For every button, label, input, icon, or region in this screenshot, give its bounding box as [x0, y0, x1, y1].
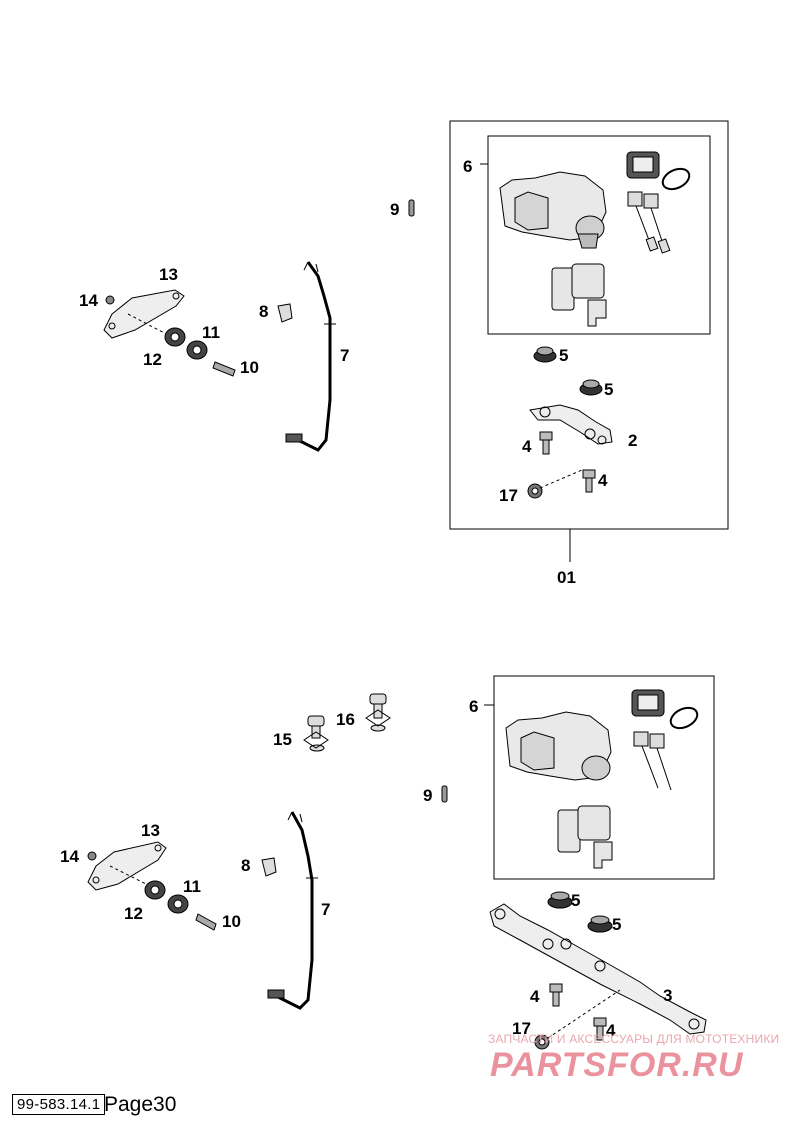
label-assembly-01: 01 [557, 568, 576, 587]
screw-4a-top [539, 431, 553, 455]
washer-11-top [186, 340, 208, 360]
bolt-10-bottom [195, 913, 217, 931]
bolt-10-top [212, 361, 236, 377]
switch-kit-box-top [487, 135, 711, 335]
label-part-12-top: 12 [143, 350, 162, 369]
label-part-5a-top: 5 [559, 346, 569, 365]
label-part-14-top: 14 [79, 291, 98, 310]
nut-17-bottom [534, 1034, 550, 1050]
mount-plate-13-bottom [87, 841, 167, 891]
grommet-5a-top [533, 346, 557, 363]
label-part-8-top: 8 [259, 302, 269, 321]
label-part-13-bottom: 13 [141, 821, 160, 840]
label-part-12-bottom: 12 [124, 904, 143, 923]
footer-page-number: Page30 [104, 1093, 177, 1116]
screw-4b-bottom [593, 1017, 607, 1041]
label-part-10-top: 10 [240, 358, 259, 377]
washer-12-bottom [144, 880, 166, 900]
switch-body-bottom [557, 805, 613, 869]
clip-8-top [277, 303, 293, 323]
mount-plate-13-top [103, 289, 185, 339]
screw-4a-bottom [549, 983, 563, 1007]
grommet-5b-top [579, 379, 603, 396]
label-part-7-top: 7 [340, 346, 350, 365]
nut-17-top [527, 483, 543, 499]
nut-14-bottom [87, 851, 97, 861]
connector-top [627, 191, 671, 254]
grommet-5a-bottom [547, 891, 573, 909]
nut-14-top [105, 295, 115, 305]
screw-4b-top [582, 469, 596, 493]
label-part-4a-top: 4 [522, 437, 532, 456]
label-part-8-bottom: 8 [241, 856, 251, 875]
footer-catalog-code: 99-583.14.1 [12, 1094, 106, 1115]
bracket-2-top [529, 404, 613, 445]
gasket-bottom [669, 706, 699, 730]
label-part-14-bottom: 14 [60, 847, 79, 866]
label-part-9-top: 9 [390, 200, 400, 219]
assembly-01-frame [449, 120, 729, 530]
cable-7-top [285, 261, 336, 452]
watermark-subtitle: ЗАПЧАСТИ И АКСЕССУАРЫ ДЛЯ МОТОТЕХНИКИ [488, 1032, 780, 1046]
watermark-brand: PARTSFOR.RU [490, 1046, 744, 1084]
connector-bottom [633, 731, 672, 791]
label-part-16: 16 [336, 710, 355, 729]
label-part-13-top: 13 [159, 265, 178, 284]
label-part-5b-bottom: 5 [612, 915, 622, 934]
label-part-10-bottom: 10 [222, 912, 241, 931]
bolt-16 [369, 693, 387, 732]
label-part-5a-bottom: 5 [571, 891, 581, 910]
clip-8-bottom [261, 857, 277, 877]
bolt-15 [307, 715, 325, 752]
label-part-9-bottom: 9 [423, 786, 433, 805]
label-part-6-top: 6 [463, 157, 473, 176]
switch-housing-top [499, 171, 607, 249]
switch-housing-bottom [505, 711, 612, 781]
label-part-17-top: 17 [499, 486, 518, 505]
label-part-4b-top: 4 [598, 471, 608, 490]
label-part-11-top: 11 [202, 323, 220, 342]
switch-kit-box-bottom [493, 675, 715, 880]
pin-9-bottom [441, 785, 448, 803]
grommet-5b-bottom [587, 915, 613, 933]
switch-body-top [551, 263, 607, 327]
label-part-4a-bottom: 4 [530, 987, 540, 1006]
label-part-5b-top: 5 [604, 380, 614, 399]
label-part-3-bottom: 3 [663, 986, 673, 1005]
washer-11-bottom [167, 894, 189, 914]
pin-9-top [408, 199, 415, 217]
cable-7-bottom [267, 811, 318, 1010]
bracket-3-bottom [489, 903, 707, 1035]
gasket-top [661, 167, 691, 191]
label-part-4b-bottom: 4 [606, 1021, 616, 1040]
label-part-2-top: 2 [628, 431, 638, 450]
label-part-17-bottom: 17 [512, 1019, 531, 1038]
label-part-15: 15 [273, 730, 292, 749]
label-part-7-bottom: 7 [321, 900, 331, 919]
label-part-6-bottom: 6 [469, 697, 479, 716]
washer-12-top [164, 327, 186, 347]
label-part-11-bottom: 11 [183, 877, 201, 896]
